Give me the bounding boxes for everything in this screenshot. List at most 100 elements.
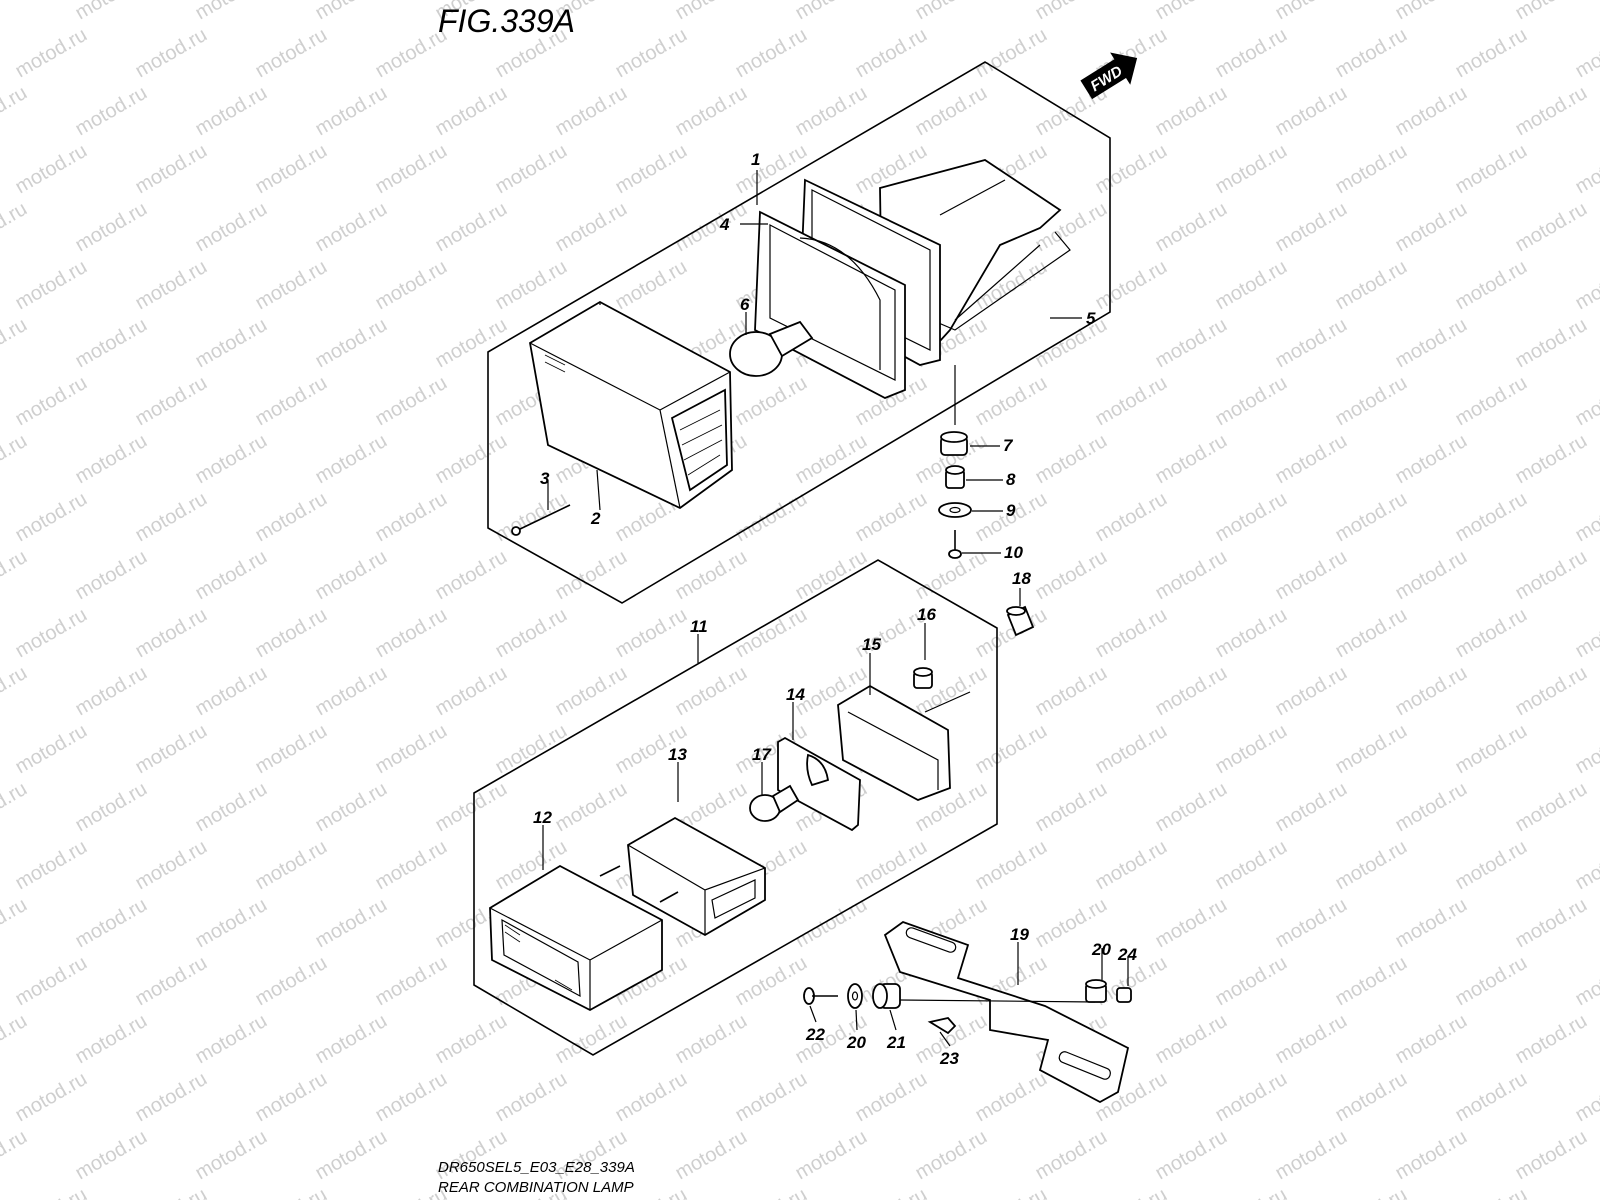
- watermark-text: motod.ru: [12, 1184, 91, 1200]
- watermark-text: motod.ru: [1212, 1184, 1291, 1200]
- watermark-text: motod.ru: [1392, 0, 1471, 24]
- watermark-text: motod.ru: [1272, 430, 1351, 489]
- watermark-text: motod.ru: [1272, 546, 1351, 605]
- watermark-text: motod.ru: [12, 488, 91, 547]
- watermark-text: motod.ru: [972, 720, 1051, 779]
- watermark-text: motod.ru: [732, 140, 811, 199]
- watermark-text: motod.ru: [1332, 140, 1411, 199]
- watermark-text: motod.ru: [252, 836, 331, 895]
- callout-4: 4: [719, 215, 730, 234]
- watermark-text: motod.ru: [1452, 1068, 1531, 1127]
- callout-22: 22: [805, 1025, 825, 1044]
- watermark-text: motod.ru: [1212, 604, 1291, 663]
- watermark-text: motod.ru: [1152, 0, 1231, 24]
- watermark-text: motod.ru: [1212, 256, 1291, 315]
- watermark-text: motod.ru: [732, 952, 811, 1011]
- watermark-text: motod.ru: [1572, 488, 1600, 547]
- callout-12: 12: [533, 808, 552, 827]
- watermark-text: motod.ru: [792, 82, 871, 141]
- watermark-text: motod.ru: [12, 372, 91, 431]
- watermark-text: motod.ru: [0, 1010, 31, 1069]
- callout-16: 16: [917, 605, 936, 624]
- watermark-text: motod.ru: [1512, 546, 1591, 605]
- part-18-collar: [1006, 605, 1035, 637]
- callout-3: 3: [540, 469, 550, 488]
- watermark-text: motod.ru: [72, 1010, 151, 1069]
- watermark-text: motod.ru: [1392, 314, 1471, 373]
- watermark-text: motod.ru: [1272, 82, 1351, 141]
- part-9-washer: [938, 502, 972, 518]
- watermark-text: motod.ru: [1572, 952, 1600, 1011]
- watermark-text: motod.ru: [1512, 894, 1591, 953]
- watermark-text: motod.ru: [372, 372, 451, 431]
- watermark-text: motod.ru: [252, 1184, 331, 1200]
- watermark-text: motod.ru: [12, 836, 91, 895]
- watermark-text: motod.ru: [1272, 1010, 1351, 1069]
- assembly-box-lower: [473, 559, 998, 1056]
- watermark-text: motod.ru: [1512, 662, 1591, 721]
- watermark-text: motod.ru: [552, 546, 631, 605]
- watermark-text: motod.ru: [132, 372, 211, 431]
- watermark-text: motod.ru: [492, 1068, 571, 1127]
- watermark-text: motod.ru: [1392, 894, 1471, 953]
- figure-title: FIG.339A: [438, 3, 575, 39]
- watermark-text: motod.ru: [192, 314, 271, 373]
- watermark-text: motod.ru: [1572, 836, 1600, 895]
- model-code: DR650SEL5_E03_E28_339A: [438, 1159, 635, 1176]
- watermark-text: motod.ru: [1152, 430, 1231, 489]
- part-13-lens-inner: [627, 816, 766, 937]
- watermark-text: motod.ru: [852, 836, 931, 895]
- watermark-text: motod.ru: [0, 314, 31, 373]
- watermark-text: motod.ru: [0, 1126, 31, 1185]
- watermark-text: motod.ru: [132, 140, 211, 199]
- watermark-text: motod.ru: [1332, 1184, 1411, 1200]
- watermark-text: motod.ru: [1092, 256, 1171, 315]
- watermark-text: motod.ru: [0, 0, 31, 24]
- watermark-text: motod.ru: [1392, 1126, 1471, 1185]
- watermark-text: motod.ru: [1212, 488, 1291, 547]
- watermark-text: motod.ru: [312, 1010, 391, 1069]
- watermark-text: motod.ru: [672, 662, 751, 721]
- watermark-text: motod.ru: [72, 546, 151, 605]
- watermark-text: motod.ru: [1572, 604, 1600, 663]
- watermark-text: motod.ru: [1452, 720, 1531, 779]
- part-7-grommet: [940, 431, 968, 456]
- watermark-text: motod.ru: [1032, 314, 1111, 373]
- callout-18: 18: [1012, 569, 1031, 588]
- watermark-text: motod.ru: [1572, 24, 1600, 83]
- watermark-text: motod.ru: [1212, 24, 1291, 83]
- watermark-text: motod.ru: [72, 894, 151, 953]
- watermark-text: motod.ru: [1452, 140, 1531, 199]
- watermark-text: motod.ru: [312, 546, 391, 605]
- leader-lines: [542, 170, 1129, 1047]
- watermark-text: motod.ru: [1452, 24, 1531, 83]
- watermark-text: motod.ru: [1152, 82, 1231, 141]
- watermark-text: motod.ru: [192, 1010, 271, 1069]
- watermark-text: motod.ru: [1452, 952, 1531, 1011]
- watermark-text: motod.ru: [12, 24, 91, 83]
- watermark-text: motod.ru: [372, 604, 451, 663]
- watermark-text: motod.ru: [12, 720, 91, 779]
- watermark-text: motod.ru: [72, 662, 151, 721]
- watermark-text: motod.ru: [1092, 372, 1171, 431]
- watermark-text: motod.ru: [132, 720, 211, 779]
- watermark-text: motod.ru: [1392, 198, 1471, 257]
- watermark-text: motod.ru: [1212, 952, 1291, 1011]
- watermark-text: motod.ru: [252, 952, 331, 1011]
- part-20-washer-left: [847, 983, 863, 1009]
- watermark-text: motod.ru: [612, 256, 691, 315]
- watermark-text: motod.ru: [252, 24, 331, 83]
- watermark-text: motod.ru: [432, 1010, 511, 1069]
- watermark-text: motod.ru: [672, 546, 751, 605]
- watermark-text: motod.ru: [312, 198, 391, 257]
- watermark-text: motod.ru: [312, 430, 391, 489]
- watermark-text: motod.ru: [1572, 372, 1600, 431]
- watermark-text: motod.ru: [1152, 546, 1231, 605]
- watermark-text: motod.ru: [1392, 662, 1471, 721]
- watermark-text: motod.ru: [1272, 778, 1351, 837]
- watermark-text: motod.ru: [372, 836, 451, 895]
- watermark-text: motod.ru: [1152, 778, 1231, 837]
- watermark-text: motod.ru: [792, 546, 871, 605]
- callout-6: 6: [740, 295, 750, 314]
- part-14-reflector: [777, 736, 861, 832]
